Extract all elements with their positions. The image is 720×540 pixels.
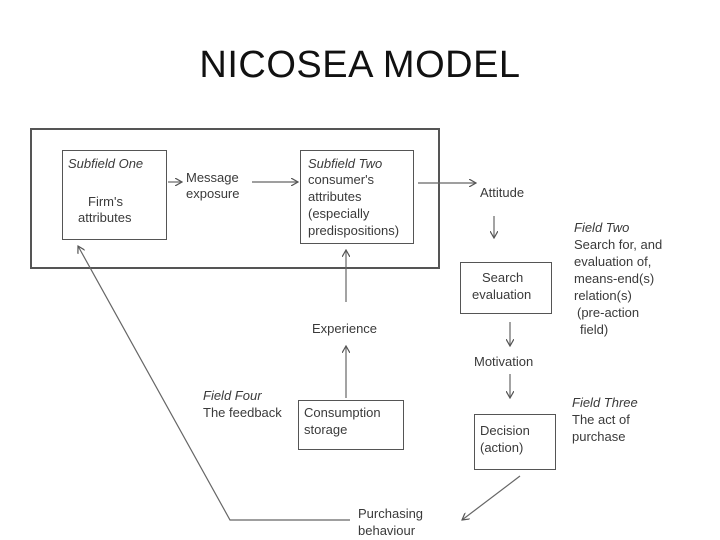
arrow-purchasing-to-firms-attributes — [78, 246, 350, 521]
subfield-one-heading: Subfield One — [68, 156, 144, 171]
subfield-two-line3: (especially — [308, 206, 370, 221]
consumption-storage-box — [298, 400, 404, 450]
consumption-storage-line2: storage — [304, 422, 348, 437]
subfield-two-heading: Subfield Two — [308, 156, 383, 171]
decision-line2: (action) — [480, 440, 524, 455]
field-three-line2: purchase — [572, 429, 626, 444]
subfield-one-box — [62, 150, 167, 240]
firms-attributes-line1: Firm's — [88, 194, 123, 209]
motivation-label: Motivation — [474, 354, 534, 369]
experience-label: Experience — [312, 321, 378, 336]
decision-line1: Decision — [480, 423, 530, 438]
search-evaluation-line2: evaluation — [472, 287, 532, 302]
field-two-line1: Search for, and — [574, 237, 663, 252]
purchasing-behaviour-line1: Purchasing — [358, 506, 424, 521]
subfield-two-box — [300, 150, 414, 244]
consumption-storage-line1: Consumption — [304, 405, 381, 420]
field-four-line1: The feedback — [203, 405, 282, 420]
field-two-line2: evaluation of, — [574, 254, 652, 269]
field-two-line4: relation(s) — [574, 288, 632, 303]
field-three-heading: Field Three — [572, 395, 638, 410]
message-exposure-line2: exposure — [186, 186, 240, 201]
subfield-two-line4: predispositions) — [308, 223, 400, 238]
message-exposure-line1: Message — [186, 170, 239, 185]
purchasing-behaviour-line2: behaviour — [358, 523, 416, 538]
attitude-label: Attitude — [480, 185, 525, 200]
subfield-two-line1: consumer's — [308, 172, 375, 187]
search-evaluation-line1: Search — [482, 270, 524, 285]
search-evaluation-box — [460, 262, 552, 314]
decision-box — [474, 414, 556, 470]
field-four-heading: Field Four — [203, 388, 262, 403]
subfield-two-line2: attributes — [308, 189, 362, 204]
field-three-line1: The act of — [572, 412, 630, 427]
field-two-line5: (pre-action — [577, 305, 640, 320]
field-two-line3: means-end(s) — [574, 271, 655, 286]
field-two-heading: Field Two — [574, 220, 630, 235]
firms-attributes-line2: attributes — [78, 210, 132, 225]
field-one-frame — [30, 128, 440, 269]
diagram-title: NICOSEA MODEL — [199, 44, 521, 86]
arrow-decision-to-purchasing — [462, 475, 521, 520]
field-two-line6: field) — [580, 322, 609, 337]
